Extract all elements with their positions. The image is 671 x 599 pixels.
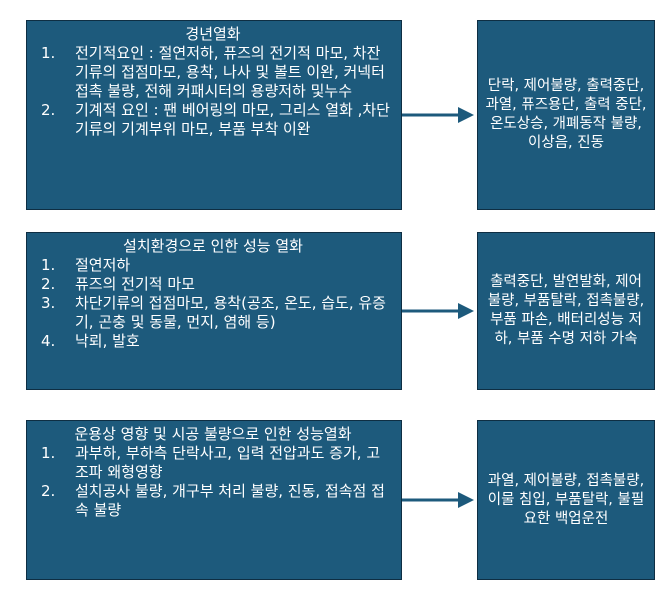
cause-title: 경년열화 [185,25,241,43]
cause-list: 1. 전기적요인 : 절연저하, 퓨즈의 전기적 마모, 차잔기류의 접점마모, … [33,44,393,139]
cause-box-2: 설치환경으로 인한 성능 열화 1. 절연저하 2. 퓨즈의 전기적 마모 3. 차단… [26,232,402,390]
result-box-3: 과열, 제어불량, 접촉불량, 이물 침입, 부품탈락, 불필요한 백업운전 [477,420,655,580]
item-text: 설치공사 불량, 개구부 처리 불량, 진동, 접속점 접속 불량 [75,482,385,519]
item-number: 2. [41,482,56,500]
item-text: 기계적 요인 : 팬 베어링의 마모, 그리스 열화 ,차단기류의 기계부위 마… [75,101,390,138]
item-number: 2. [41,275,56,293]
list-item: 1. 전기적요인 : 절연저하, 퓨즈의 전기적 마모, 차잔기류의 접점마모, … [33,44,393,101]
cause-box-1: 경년열화 1. 전기적요인 : 절연저하, 퓨즈의 전기적 마모, 차잔기류의 접… [26,20,402,210]
result-box-2: 출력중단, 발연발화, 제어불량, 부품탈락, 접촉불량, 부품 파손, 배터리… [477,232,655,390]
cause-list: 1. 과부하, 부하측 단락사고, 입력 전압과도 증가, 고조파 왜형영향 2.… [33,444,393,520]
result-text: 단락, 제어불량, 출력중단, 과열, 퓨즈용단, 출력 중단,온도상승, 개폐… [485,78,647,151]
list-item: 2. 기계적 요인 : 팬 베어링의 마모, 그리스 열화 ,차단기류의 기계부위… [33,101,393,139]
item-number: 2. [41,101,56,119]
list-item: 2. 퓨즈의 전기적 마모 [33,275,393,294]
item-number: 1. [41,444,56,462]
list-item: 3. 차단기류의 접점마모, 용착(공조, 온도, 습도, 유증기, 곤충 및 동… [33,294,393,332]
result-text: 출력중단, 발연발화, 제어불량, 부품탈락, 접촉불량, 부품 파손, 배터리… [487,274,645,347]
item-number: 1. [41,256,56,274]
arrow-2 [402,303,474,319]
list-item: 2. 설치공사 불량, 개구부 처리 불량, 진동, 접속점 접속 불량 [33,482,393,520]
item-text: 차단기류의 접점마모, 용착(공조, 온도, 습도, 유증기, 곤충 및 동물,… [75,294,386,331]
result-box-1: 단락, 제어불량, 출력중단, 과열, 퓨즈용단, 출력 중단,온도상승, 개폐… [477,20,655,210]
cause-title: 운용상 영향 및 시공 불량으로 인한 성능열화 [74,425,352,443]
cause-box-3: 운용상 영향 및 시공 불량으로 인한 성능열화 1. 과부하, 부하측 단락사고… [26,420,402,580]
arrow-3 [402,492,474,508]
item-text: 낙뢰, 발호 [75,332,140,350]
item-number: 1. [41,44,56,62]
arrow-1 [402,107,474,123]
cause-list: 1. 절연저하 2. 퓨즈의 전기적 마모 3. 차단기류의 접점마모, 용착(공조,… [33,256,393,351]
list-item: 4. 낙뢰, 발호 [33,332,393,351]
item-text: 전기적요인 : 절연저하, 퓨즈의 전기적 마모, 차잔기류의 접점마모, 용착… [75,44,385,100]
cause-title: 설치환경으로 인한 성능 열화 [123,237,303,255]
item-text: 과부하, 부하측 단락사고, 입력 전압과도 증가, 고조파 왜형영향 [75,444,381,481]
result-text: 과열, 제어불량, 접촉불량, 이물 침입, 부품탈락, 불필요한 백업운전 [487,472,645,527]
item-text: 절연저하 [75,256,131,274]
item-text: 퓨즈의 전기적 마모 [75,275,195,293]
list-item: 1. 과부하, 부하측 단락사고, 입력 전압과도 증가, 고조파 왜형영향 [33,444,393,482]
item-number: 4. [41,332,56,350]
item-number: 3. [41,294,56,312]
list-item: 1. 절연저하 [33,256,393,275]
